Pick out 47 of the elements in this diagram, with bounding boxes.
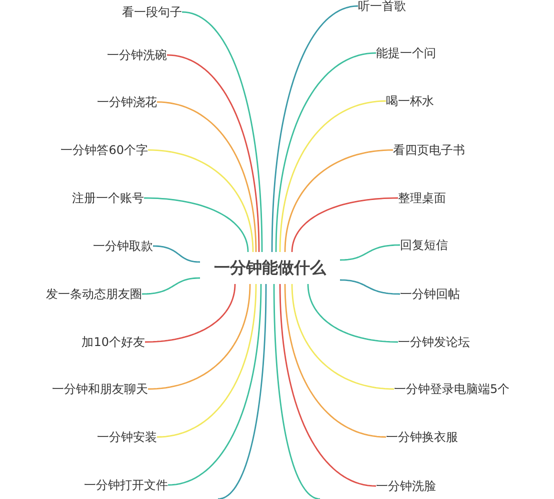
branch-line — [271, 5, 358, 252]
topic-label: 一分钟洗脸 — [376, 478, 436, 494]
branch-line — [148, 284, 251, 390]
branch-line — [291, 284, 394, 390]
topic-label: 回复短信 — [400, 237, 448, 253]
branch-line — [145, 284, 236, 343]
topic-label: 一分钟安装 — [97, 429, 157, 445]
topic-label: 一分钟洗碗 — [107, 47, 167, 63]
branch-line — [156, 101, 257, 252]
topic-label: 一分钟打开文件 — [84, 477, 168, 493]
branch-line — [291, 197, 398, 252]
branch-line — [340, 279, 400, 295]
central-topic: 一分钟能做什么 — [200, 252, 340, 284]
topic-label: 一分钟登录电脑端5个 — [394, 381, 510, 397]
branch-line — [284, 284, 386, 438]
topic-label: 能提一个问 — [376, 45, 436, 61]
branch-line — [148, 149, 254, 252]
topic-label: 听一首歌 — [358, 0, 406, 14]
topic-label: 一分钟换衣服 — [386, 429, 458, 445]
topic-label: 喝一杯水 — [386, 93, 434, 109]
branch-line — [153, 245, 200, 263]
branch-line — [279, 100, 386, 252]
topic-label: 一分钟浇花 — [97, 94, 157, 110]
topic-label: 整理桌面 — [398, 190, 446, 206]
branch-line — [279, 284, 376, 487]
branch-line — [275, 52, 376, 252]
topic-label: 注册一个账号 — [72, 190, 144, 206]
branch-line — [340, 244, 400, 261]
branch-line — [168, 284, 262, 486]
branch-line — [284, 149, 394, 252]
topic-label: 看四页电子书 — [393, 142, 465, 158]
topic-label: 一分钟取款 — [93, 238, 153, 254]
branch-line — [273, 284, 320, 499]
branch-line — [142, 277, 200, 295]
topic-label: 一分钟答60个字 — [60, 142, 148, 158]
branch-line — [156, 284, 257, 438]
branch-line — [182, 11, 263, 252]
topic-label: 发一条动态朋友圈 — [46, 286, 142, 302]
branch-line — [307, 284, 398, 343]
topic-label: 加10个好友 — [82, 334, 145, 350]
topic-label: 一分钟回帖 — [400, 286, 460, 302]
topic-label: 一分钟发论坛 — [398, 334, 470, 350]
branch-line — [218, 284, 267, 499]
topic-label: 看一段句子 — [122, 4, 182, 20]
topic-label: 一分钟和朋友聊天 — [52, 381, 148, 397]
branch-line — [166, 54, 260, 252]
branch-line — [144, 197, 249, 252]
